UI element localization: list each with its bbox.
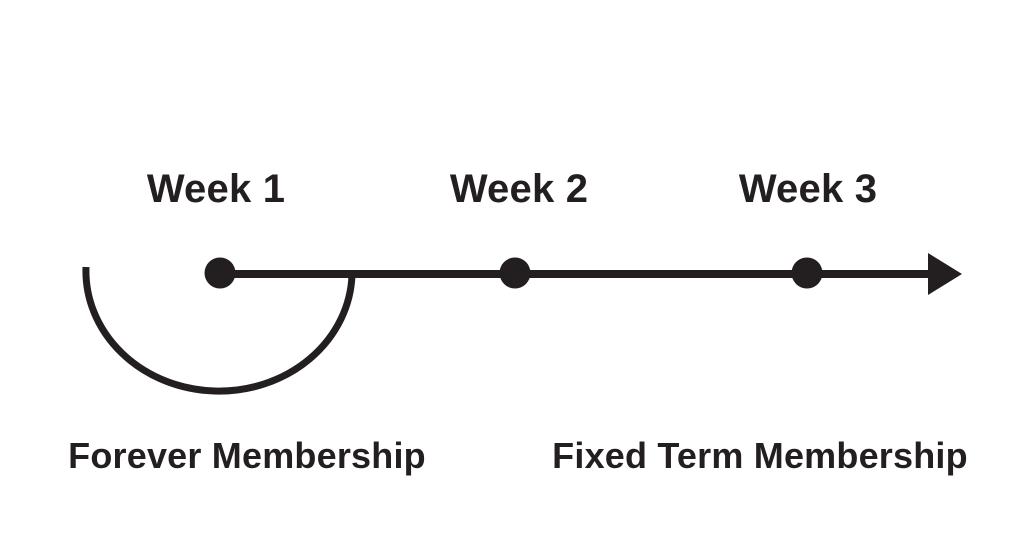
forever-loop-arc-icon (82, 266, 356, 395)
timeline-dot-week-1 (204, 257, 236, 289)
timeline-dot-week-3 (791, 257, 823, 289)
week-1-label: Week 1 (146, 167, 286, 211)
timeline-dot-week-2 (499, 257, 531, 289)
arrow-right-icon (928, 253, 962, 295)
fixed-term-membership-label: Fixed Term Membership (552, 435, 968, 476)
forever-membership-label: Forever Membership (68, 435, 426, 476)
week-3-label: Week 3 (738, 167, 878, 211)
week-2-label: Week 2 (449, 167, 589, 211)
